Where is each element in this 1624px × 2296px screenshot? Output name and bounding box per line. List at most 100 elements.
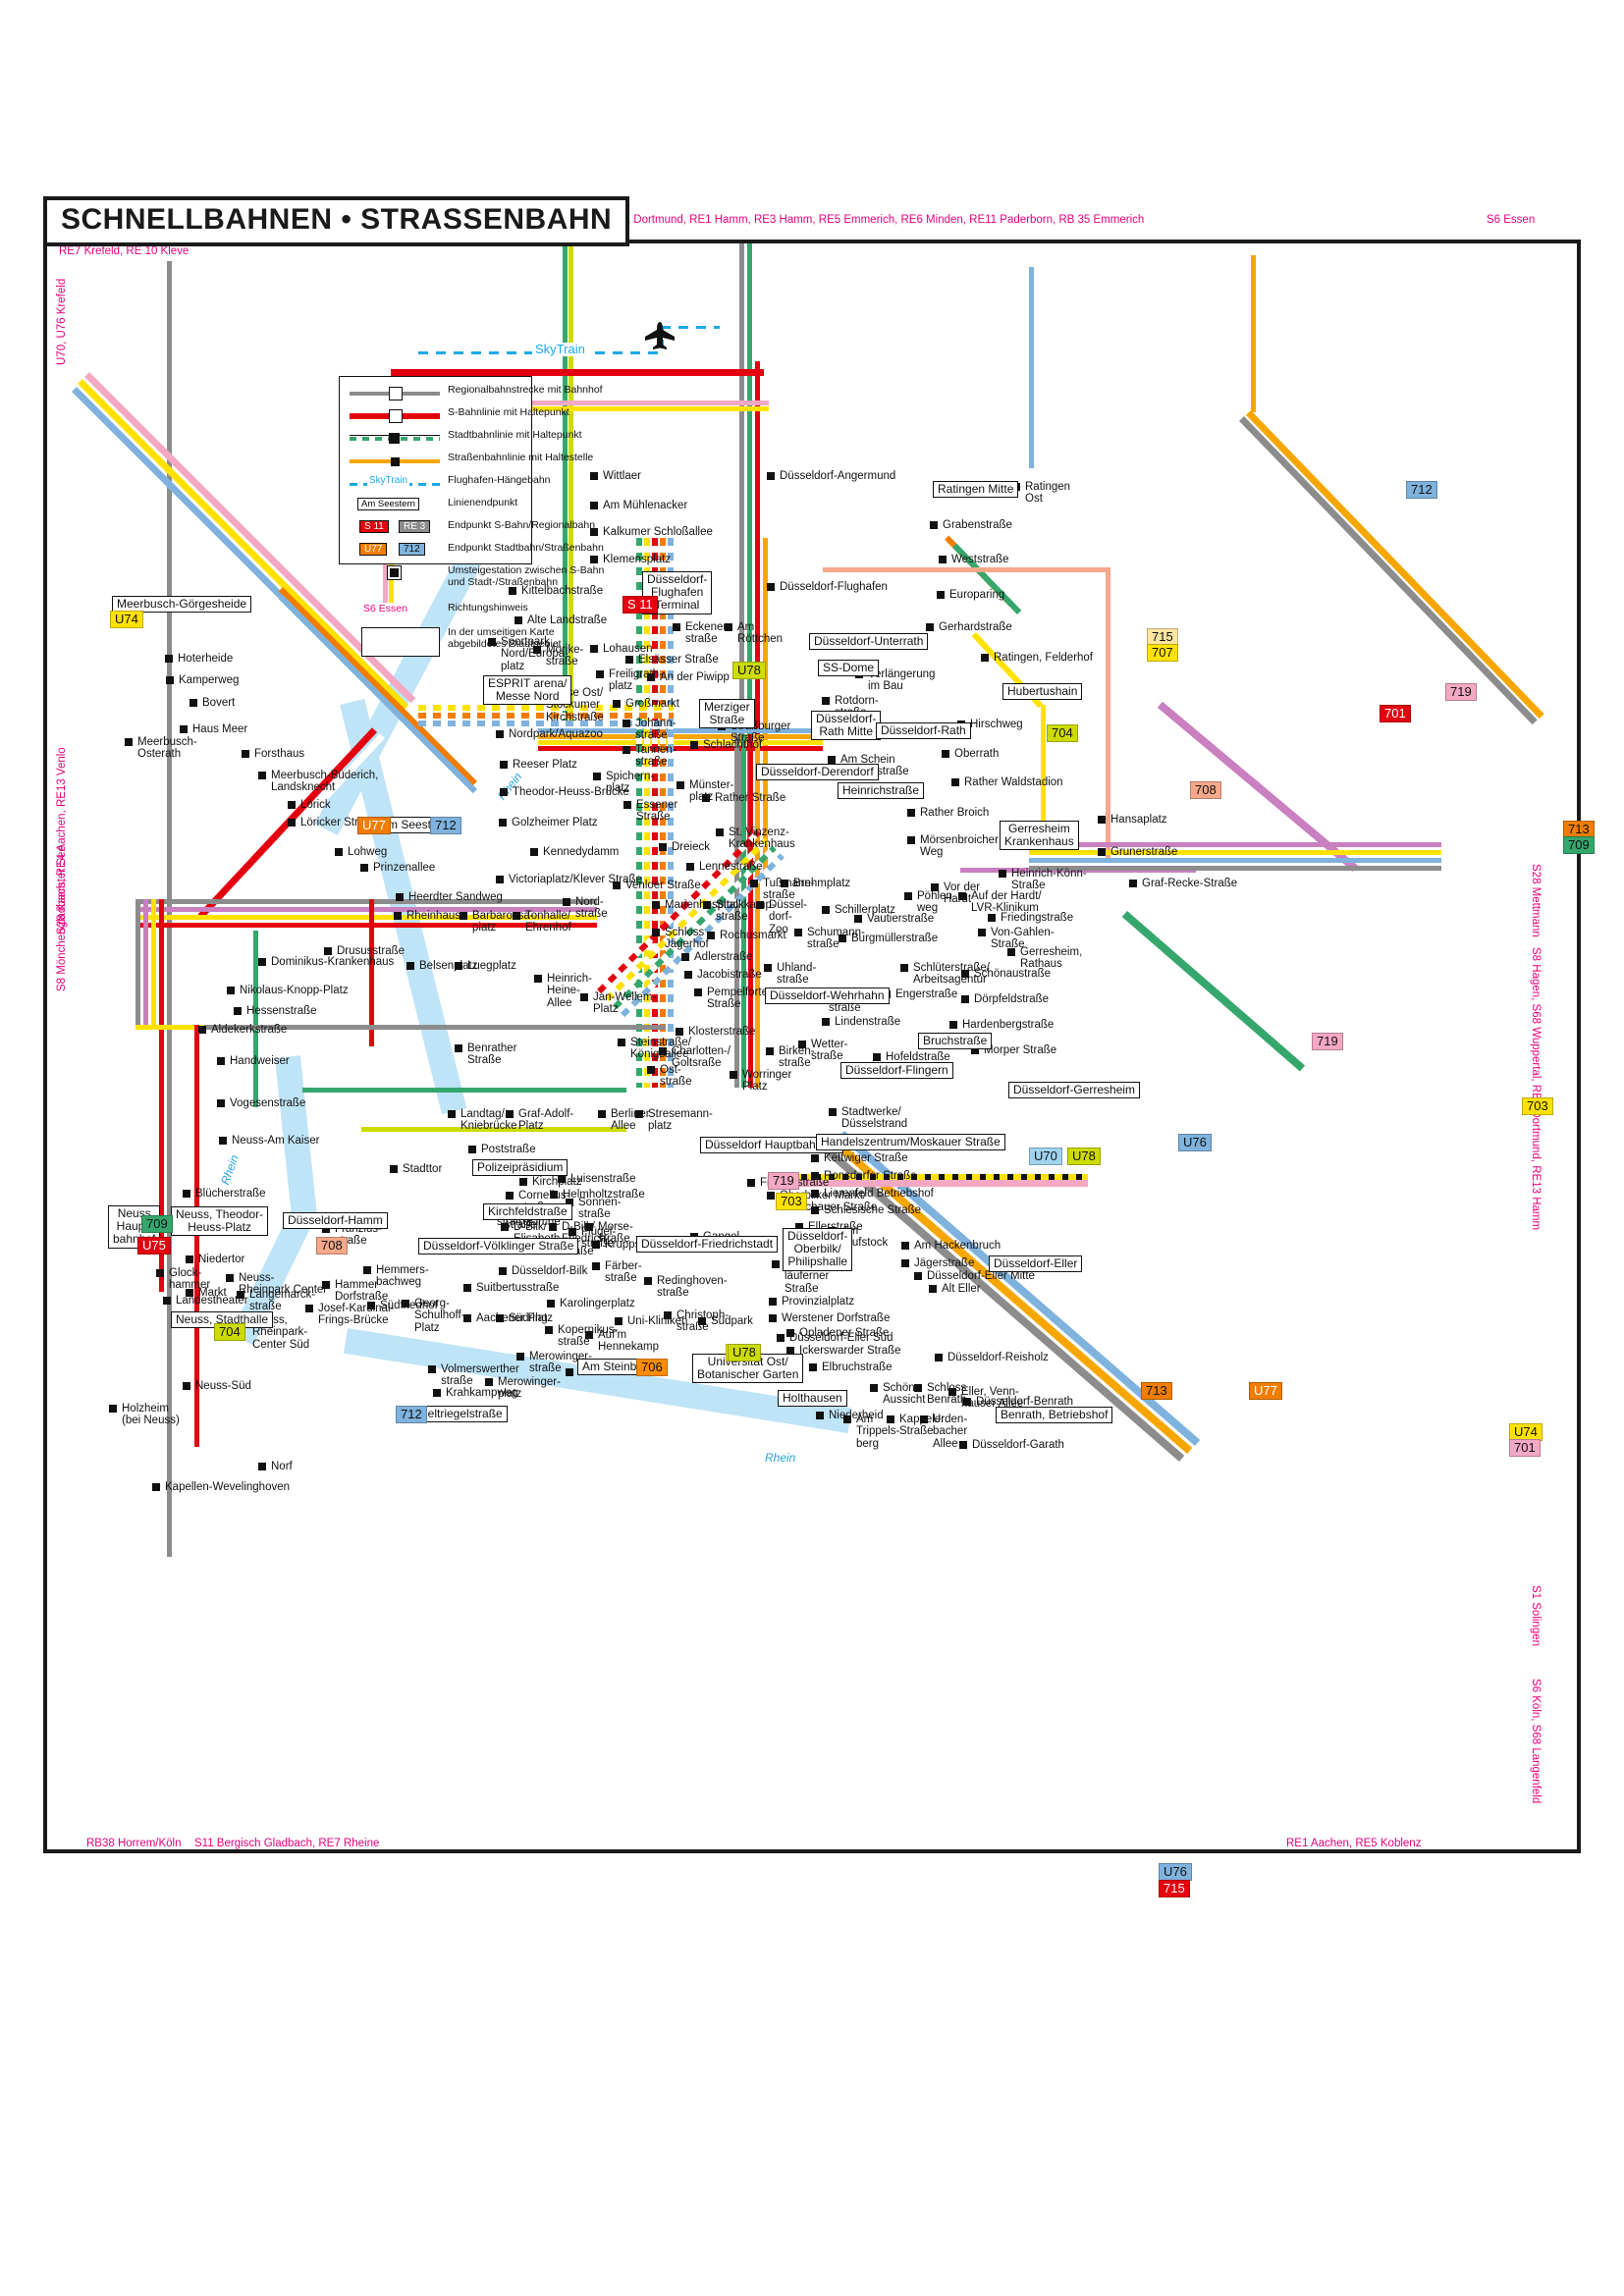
line-badge-u77[interactable]: U77 xyxy=(1249,1382,1282,1401)
line-badge-701[interactable]: 701 xyxy=(1380,705,1411,723)
direction-right-s8-hagen-s68-wuppertal-re4-dortmund-re13-h: S8 Hagen, S68 Wuppertal, RE4 Dortmund, R… xyxy=(1530,947,1542,1231)
boxed-label-neuss-theodor-heuss-platz: Neuss, Theodor- Heuss-Platz xyxy=(171,1206,269,1237)
stop-marker-neuss-s-d xyxy=(183,1382,190,1390)
stop-marker-glock-hammer xyxy=(156,1269,164,1277)
stop-marker-auf-der-hardt-lvr-klinikum xyxy=(958,892,966,900)
stop-marker-schl-terstra-e-arbeitsagentur xyxy=(900,964,908,972)
direction-left-re7-krefeld-re-10-kleve: RE7 Krefeld, RE 10 Kleve xyxy=(59,245,189,257)
station-label-auf-m-hennekamp: Auf'm Hennekamp xyxy=(598,1329,660,1354)
line-badge-712[interactable]: 712 xyxy=(396,1406,427,1424)
line-badge-712[interactable]: 712 xyxy=(430,817,461,835)
line-u79-north xyxy=(563,243,568,724)
stop-marker-lohweg xyxy=(335,848,343,856)
bundle-hha-east-2 xyxy=(538,734,823,739)
line-badge-701[interactable]: 701 xyxy=(1509,1439,1541,1458)
station-label-kopernikus-stra-e: Kopernikus- straße xyxy=(558,1324,619,1349)
line-badge-719[interactable]: 719 xyxy=(768,1172,799,1191)
boxed-label-handelszentrum-moskauer-stra-e: Handelszentrum/Moskauer Straße xyxy=(816,1134,1005,1151)
station-label-kittelbachstra-e: Kittelbachstraße xyxy=(521,585,604,597)
line-tram-north xyxy=(763,538,768,872)
neuss-loop-top-yellow xyxy=(135,915,597,920)
station-label-essener-stra-e: Essener Straße xyxy=(636,799,678,824)
boxed-label-ss-dome: SS-Dome xyxy=(818,660,880,677)
station-label-dreieck: Dreieck xyxy=(672,841,710,853)
south-tram-706 xyxy=(361,1127,626,1132)
legend-row-strassenbahn: Straßenbahnlinie mit Haltestelle xyxy=(340,451,593,472)
boxed-label-esprit-arena-messe-nord: ESPRIT arena/ Messe Nord xyxy=(483,675,572,706)
line-badge-704[interactable]: 704 xyxy=(214,1323,245,1342)
station-label-kamperweg: Kamperweg xyxy=(179,674,240,686)
line-badge-u75[interactable]: U75 xyxy=(137,1237,171,1255)
station-label-marienhospital: Marienhospital xyxy=(665,899,738,911)
line-badge-719[interactable]: 719 xyxy=(1445,683,1477,702)
line-badge-u70[interactable]: U70 xyxy=(1029,1148,1062,1166)
legend-badge-u77: U77 xyxy=(359,543,388,556)
line-badge-s-11[interactable]: S 11 xyxy=(623,596,658,614)
boxed-label-hubertushain: Hubertushain xyxy=(1002,683,1083,701)
direction-left-u70-u76-krefeld: U70, U76 Krefeld xyxy=(56,278,68,365)
station-label-haus-meer: Haus Meer xyxy=(192,723,248,735)
station-label-schloss-benrath: Schloss Benrath xyxy=(927,1382,967,1407)
legend-linienendpunkt-text: Am Seestern xyxy=(357,498,419,510)
line-badge-715[interactable]: 715 xyxy=(1159,1880,1190,1898)
station-label-kirchplatz: Kirchplatz xyxy=(532,1176,582,1188)
station-label-ratingen-ost: Ratingen Ost xyxy=(1025,481,1071,506)
line-badge-706[interactable]: 706 xyxy=(636,1359,668,1377)
stop-marker-haus-meer xyxy=(180,725,188,733)
stop-marker-rotdorn-stra-e xyxy=(822,697,830,705)
line-badge-709[interactable]: 709 xyxy=(141,1215,173,1234)
station-label-belsenplatz: Belsenplatz xyxy=(419,960,478,972)
stop-marker-eller-venn-hauser-allee xyxy=(948,1388,956,1396)
stop-marker-rather-broich xyxy=(907,809,915,817)
stadtbahn-bundle-1 xyxy=(636,538,642,1088)
skytrain-top xyxy=(661,326,720,329)
line-badge-u78[interactable]: U78 xyxy=(728,1344,761,1362)
line-badge-708[interactable]: 708 xyxy=(1190,781,1221,800)
stop-marker-redinghoven-stra-e xyxy=(644,1277,652,1285)
stop-marker-d-sseldorf-bilk xyxy=(499,1267,507,1275)
stop-marker-wittlaer xyxy=(590,472,598,480)
line-badge-704[interactable]: 704 xyxy=(1047,724,1078,743)
legend-skytrain-text: SkyTrain xyxy=(367,475,410,486)
line-badge-703[interactable]: 703 xyxy=(1522,1097,1553,1116)
station-label-poststra-e: Poststraße xyxy=(481,1144,536,1155)
line-badge-715[interactable]: 715 xyxy=(1147,628,1178,647)
legend-key-endpunkt-stadtbahn: U77 712 xyxy=(346,541,444,562)
line-badge-712[interactable]: 712 xyxy=(1406,481,1437,500)
neuss-loop-top-pink xyxy=(135,907,597,912)
station-label-merowinger-stra-e: Merowinger- straße xyxy=(529,1351,592,1375)
stop-marker-heinrich-heine-allee xyxy=(534,975,542,983)
line-badge-u77[interactable]: U77 xyxy=(357,817,391,835)
stop-marker-charlotten-goltsra-e xyxy=(659,1047,667,1055)
stop-marker-moorenstra-e xyxy=(566,1368,573,1376)
stop-marker-s-dfriedhof xyxy=(367,1302,375,1309)
station-label-s-dpark: Südpark xyxy=(711,1315,753,1327)
line-badge-u78[interactable]: U78 xyxy=(732,662,766,680)
line-badge-u78[interactable]: U78 xyxy=(1067,1148,1101,1166)
line-badge-709[interactable]: 709 xyxy=(1563,836,1595,855)
line-badge-708[interactable]: 708 xyxy=(316,1237,348,1255)
line-badge-713[interactable]: 713 xyxy=(1563,821,1595,839)
station-label-prinzenallee: Prinzenallee xyxy=(373,862,436,874)
stop-marker-tonhalle-ehrenhof xyxy=(513,912,520,920)
stop-marker-dominikus-krankenhaus xyxy=(258,958,266,966)
stop-marker-hansaplatz xyxy=(1098,816,1106,824)
line-badge-u74[interactable]: U74 xyxy=(110,611,143,629)
station-label-charlotten-goltsra-e: Charlotten-/ Goltsraße xyxy=(672,1045,731,1070)
line-badge-713[interactable]: 713 xyxy=(1141,1382,1172,1401)
west-bundle-3 xyxy=(418,721,674,726)
station-label-berliner-allee: Berliner Allee xyxy=(611,1108,650,1133)
line-badge-703[interactable]: 703 xyxy=(776,1193,807,1211)
stop-marker-merowinger-stra-e xyxy=(516,1353,524,1361)
station-label-an-der-piwipp: An der Piwipp xyxy=(660,671,730,683)
line-badge-707[interactable]: 707 xyxy=(1147,644,1178,663)
line-badge-u76[interactable]: U76 xyxy=(1159,1863,1192,1882)
stop-marker-hoterheide xyxy=(165,655,173,663)
boxed-label-d-sseldorf-flingern: Düsseldorf-Flingern xyxy=(840,1062,953,1080)
stop-marker-klosterstra-e xyxy=(676,1028,683,1036)
line-badge-719[interactable]: 719 xyxy=(1312,1033,1343,1051)
stop-marker-werstener-dorfstra-e xyxy=(769,1314,777,1322)
station-label-klemensplatz: Klemensplatz xyxy=(603,554,672,565)
line-badge-u76[interactable]: U76 xyxy=(1178,1134,1212,1152)
station-label-alte-landstra-e: Alte Landstraße xyxy=(527,614,608,626)
